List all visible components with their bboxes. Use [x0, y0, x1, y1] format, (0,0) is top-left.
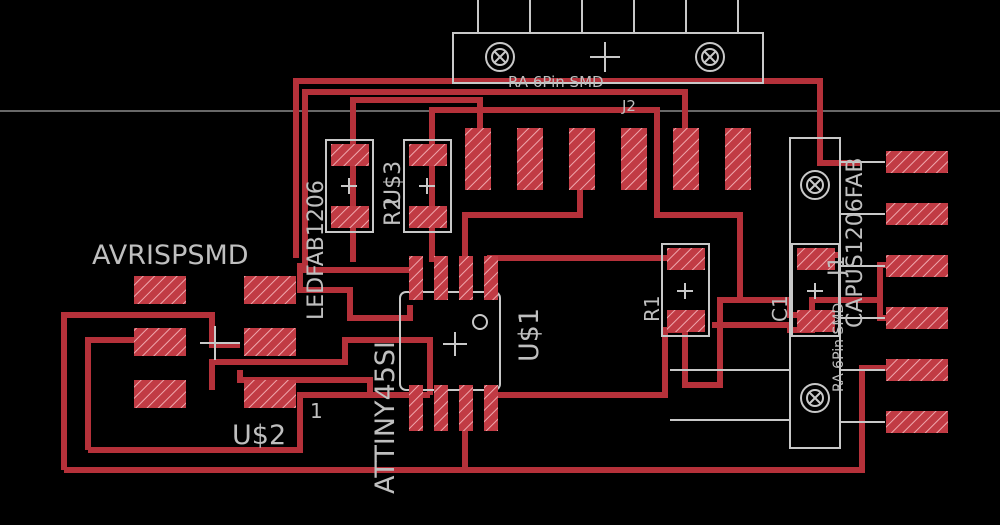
origin-cross-icon — [807, 283, 823, 299]
trace — [237, 370, 373, 395]
r2-label: R2 — [381, 197, 406, 226]
mount-hole-icon — [800, 383, 830, 413]
pad — [484, 385, 498, 431]
pad — [725, 128, 751, 190]
j2-label: J2 — [621, 97, 636, 115]
pad — [409, 256, 423, 300]
trace — [88, 392, 430, 453]
pad — [134, 276, 186, 304]
origin-cross-icon — [590, 42, 620, 72]
pad — [434, 256, 448, 300]
mount-hole-icon — [485, 42, 515, 72]
pad — [459, 385, 473, 431]
pad — [244, 328, 296, 356]
trace — [61, 312, 240, 470]
pin1-label: 1 — [310, 399, 323, 423]
header-right-label: RA 6Pin SMD — [831, 303, 847, 392]
c1-outline — [791, 243, 840, 337]
pad — [484, 256, 498, 300]
led-outline — [325, 139, 374, 233]
r1-outline — [661, 243, 710, 337]
pad — [465, 128, 491, 190]
trace — [293, 78, 860, 258]
origin-cross-icon — [419, 178, 435, 194]
origin-cross-icon — [443, 332, 467, 356]
pad — [134, 380, 186, 408]
pad — [886, 255, 948, 277]
pad — [621, 128, 647, 190]
ledfab1206-label: LEDFAB1206 — [304, 180, 329, 320]
pad — [517, 128, 543, 190]
pad — [331, 144, 369, 166]
trace — [487, 255, 685, 270]
pad — [797, 248, 835, 270]
trace — [462, 180, 583, 280]
c1-label: C1 — [768, 295, 792, 322]
pad — [244, 276, 296, 304]
us3-label: U$3 — [381, 161, 406, 205]
pad — [569, 128, 595, 190]
trace — [350, 97, 483, 262]
trace — [302, 89, 688, 268]
mount-hole-icon — [800, 170, 830, 200]
pad — [886, 411, 948, 433]
pad — [886, 203, 948, 225]
header-top-outline — [452, 32, 764, 84]
us1-label: U$1 — [514, 308, 545, 362]
avrispsmd-label: AVRISPSMD — [92, 240, 249, 271]
attiny-label: ATTINY45SI — [370, 341, 401, 494]
pad — [886, 359, 948, 381]
pad — [244, 380, 296, 408]
pad — [409, 144, 447, 166]
origin-cross-icon — [200, 326, 240, 360]
pin1-marker-icon — [472, 314, 488, 330]
pad — [434, 385, 448, 431]
pads — [134, 128, 948, 433]
silkscreen — [200, 0, 885, 449]
pad — [886, 307, 948, 329]
pad — [673, 128, 699, 190]
pad — [797, 310, 835, 332]
r1-label: R1 — [640, 295, 664, 322]
trace — [209, 337, 433, 395]
pad — [134, 328, 186, 356]
us2-label: U$2 — [232, 420, 286, 451]
mount-hole-icon — [695, 42, 725, 72]
origin-cross-icon — [341, 178, 357, 194]
pad — [886, 151, 948, 173]
header-top-label: RA 6Pin SMD — [508, 73, 604, 91]
capus1206fab-label: CAPUS1206FAB — [843, 157, 868, 328]
header-top-pins — [477, 0, 739, 33]
pad — [459, 256, 473, 300]
pad — [409, 385, 423, 431]
r2-outline — [403, 139, 452, 233]
pad — [331, 206, 369, 228]
labels: RA 6Pin SMD J2 AVRISPSMD LEDFAB1206 R2 U… — [92, 73, 868, 494]
ic-body-outline — [399, 291, 501, 391]
trace — [297, 263, 413, 321]
pad — [667, 310, 705, 332]
origin-cross-icon — [677, 283, 693, 299]
pad — [409, 206, 447, 228]
trace — [429, 107, 743, 300]
j1-label: J1 — [825, 256, 850, 279]
header-right-pins — [840, 161, 885, 423]
pad — [667, 248, 705, 270]
